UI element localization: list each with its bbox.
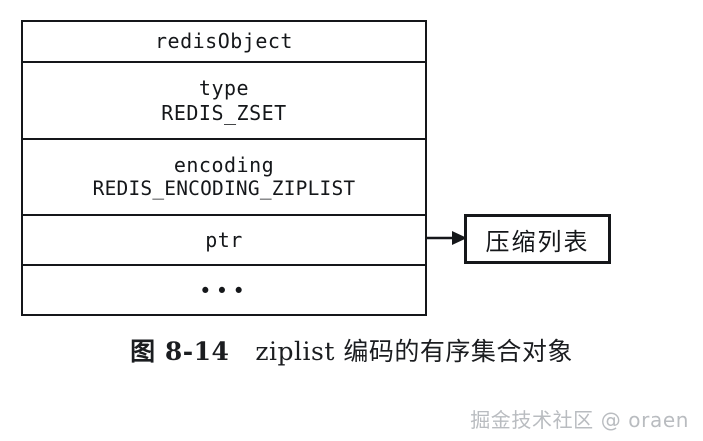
struct-row-encoding: encoding REDIS_ENCODING_ZIPLIST bbox=[23, 140, 425, 216]
struct-field-value-type: REDIS_ZSET bbox=[161, 100, 287, 125]
struct-row-title: redisObject bbox=[23, 22, 425, 63]
struct-row-ellipsis: ••• bbox=[23, 266, 425, 313]
struct-row-ptr: ptr bbox=[23, 216, 425, 266]
struct-row-type: type REDIS_ZSET bbox=[23, 63, 425, 140]
ziplist-target-box: 压缩列表 bbox=[464, 214, 611, 264]
ellipsis-label: ••• bbox=[199, 279, 249, 303]
struct-field-name-encoding: encoding bbox=[173, 152, 275, 177]
struct-field-name-type: type bbox=[198, 76, 250, 101]
arrow-right-icon bbox=[427, 231, 467, 245]
struct-field-name-ptr: ptr bbox=[205, 227, 243, 252]
watermark: 掘金技术社区 @ oraen bbox=[470, 408, 689, 432]
struct-field-value-encoding: REDIS_ENCODING_ZIPLIST bbox=[92, 177, 356, 201]
figure-caption-text: ziplist 编码的有序集合对象 bbox=[255, 337, 573, 366]
ziplist-target-label: 压缩列表 bbox=[485, 227, 590, 256]
figure-caption: 图 8-14 ziplist 编码的有序集合对象 bbox=[0, 332, 703, 368]
struct-title-label: redisObject bbox=[155, 29, 293, 54]
figure-caption-number: 图 8-14 bbox=[130, 337, 230, 366]
redis-object-struct-box: redisObject type REDIS_ZSET encoding RED… bbox=[21, 20, 427, 316]
